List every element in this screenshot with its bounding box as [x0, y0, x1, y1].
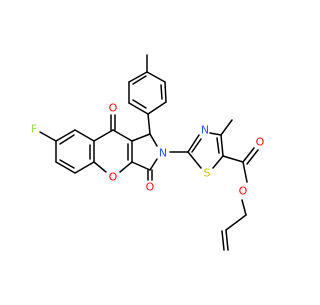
molecule-structure: F O O O N N S O O	[31, 54, 265, 251]
thiazole-nitrogen-atom: N	[201, 124, 209, 137]
ester-ether-oxygen-atom: O	[239, 185, 248, 198]
ester-carbonyl-oxygen-atom: O	[256, 136, 265, 149]
pyrrole-nitrogen-atom: N	[159, 147, 167, 160]
molecule-canvas: F O O O N N S O O	[31, 54, 265, 251]
lactam-oxygen-atom: O	[146, 181, 155, 194]
ketone-oxygen-atom: O	[109, 102, 118, 115]
atom-labels: F O O O N N S O O	[31, 102, 265, 198]
fluorine-atom: F	[31, 123, 37, 136]
thiazole-sulfur-atom: S	[204, 167, 211, 180]
bond-lines	[39, 54, 259, 251]
chromene-oxygen-atom: O	[109, 171, 118, 184]
